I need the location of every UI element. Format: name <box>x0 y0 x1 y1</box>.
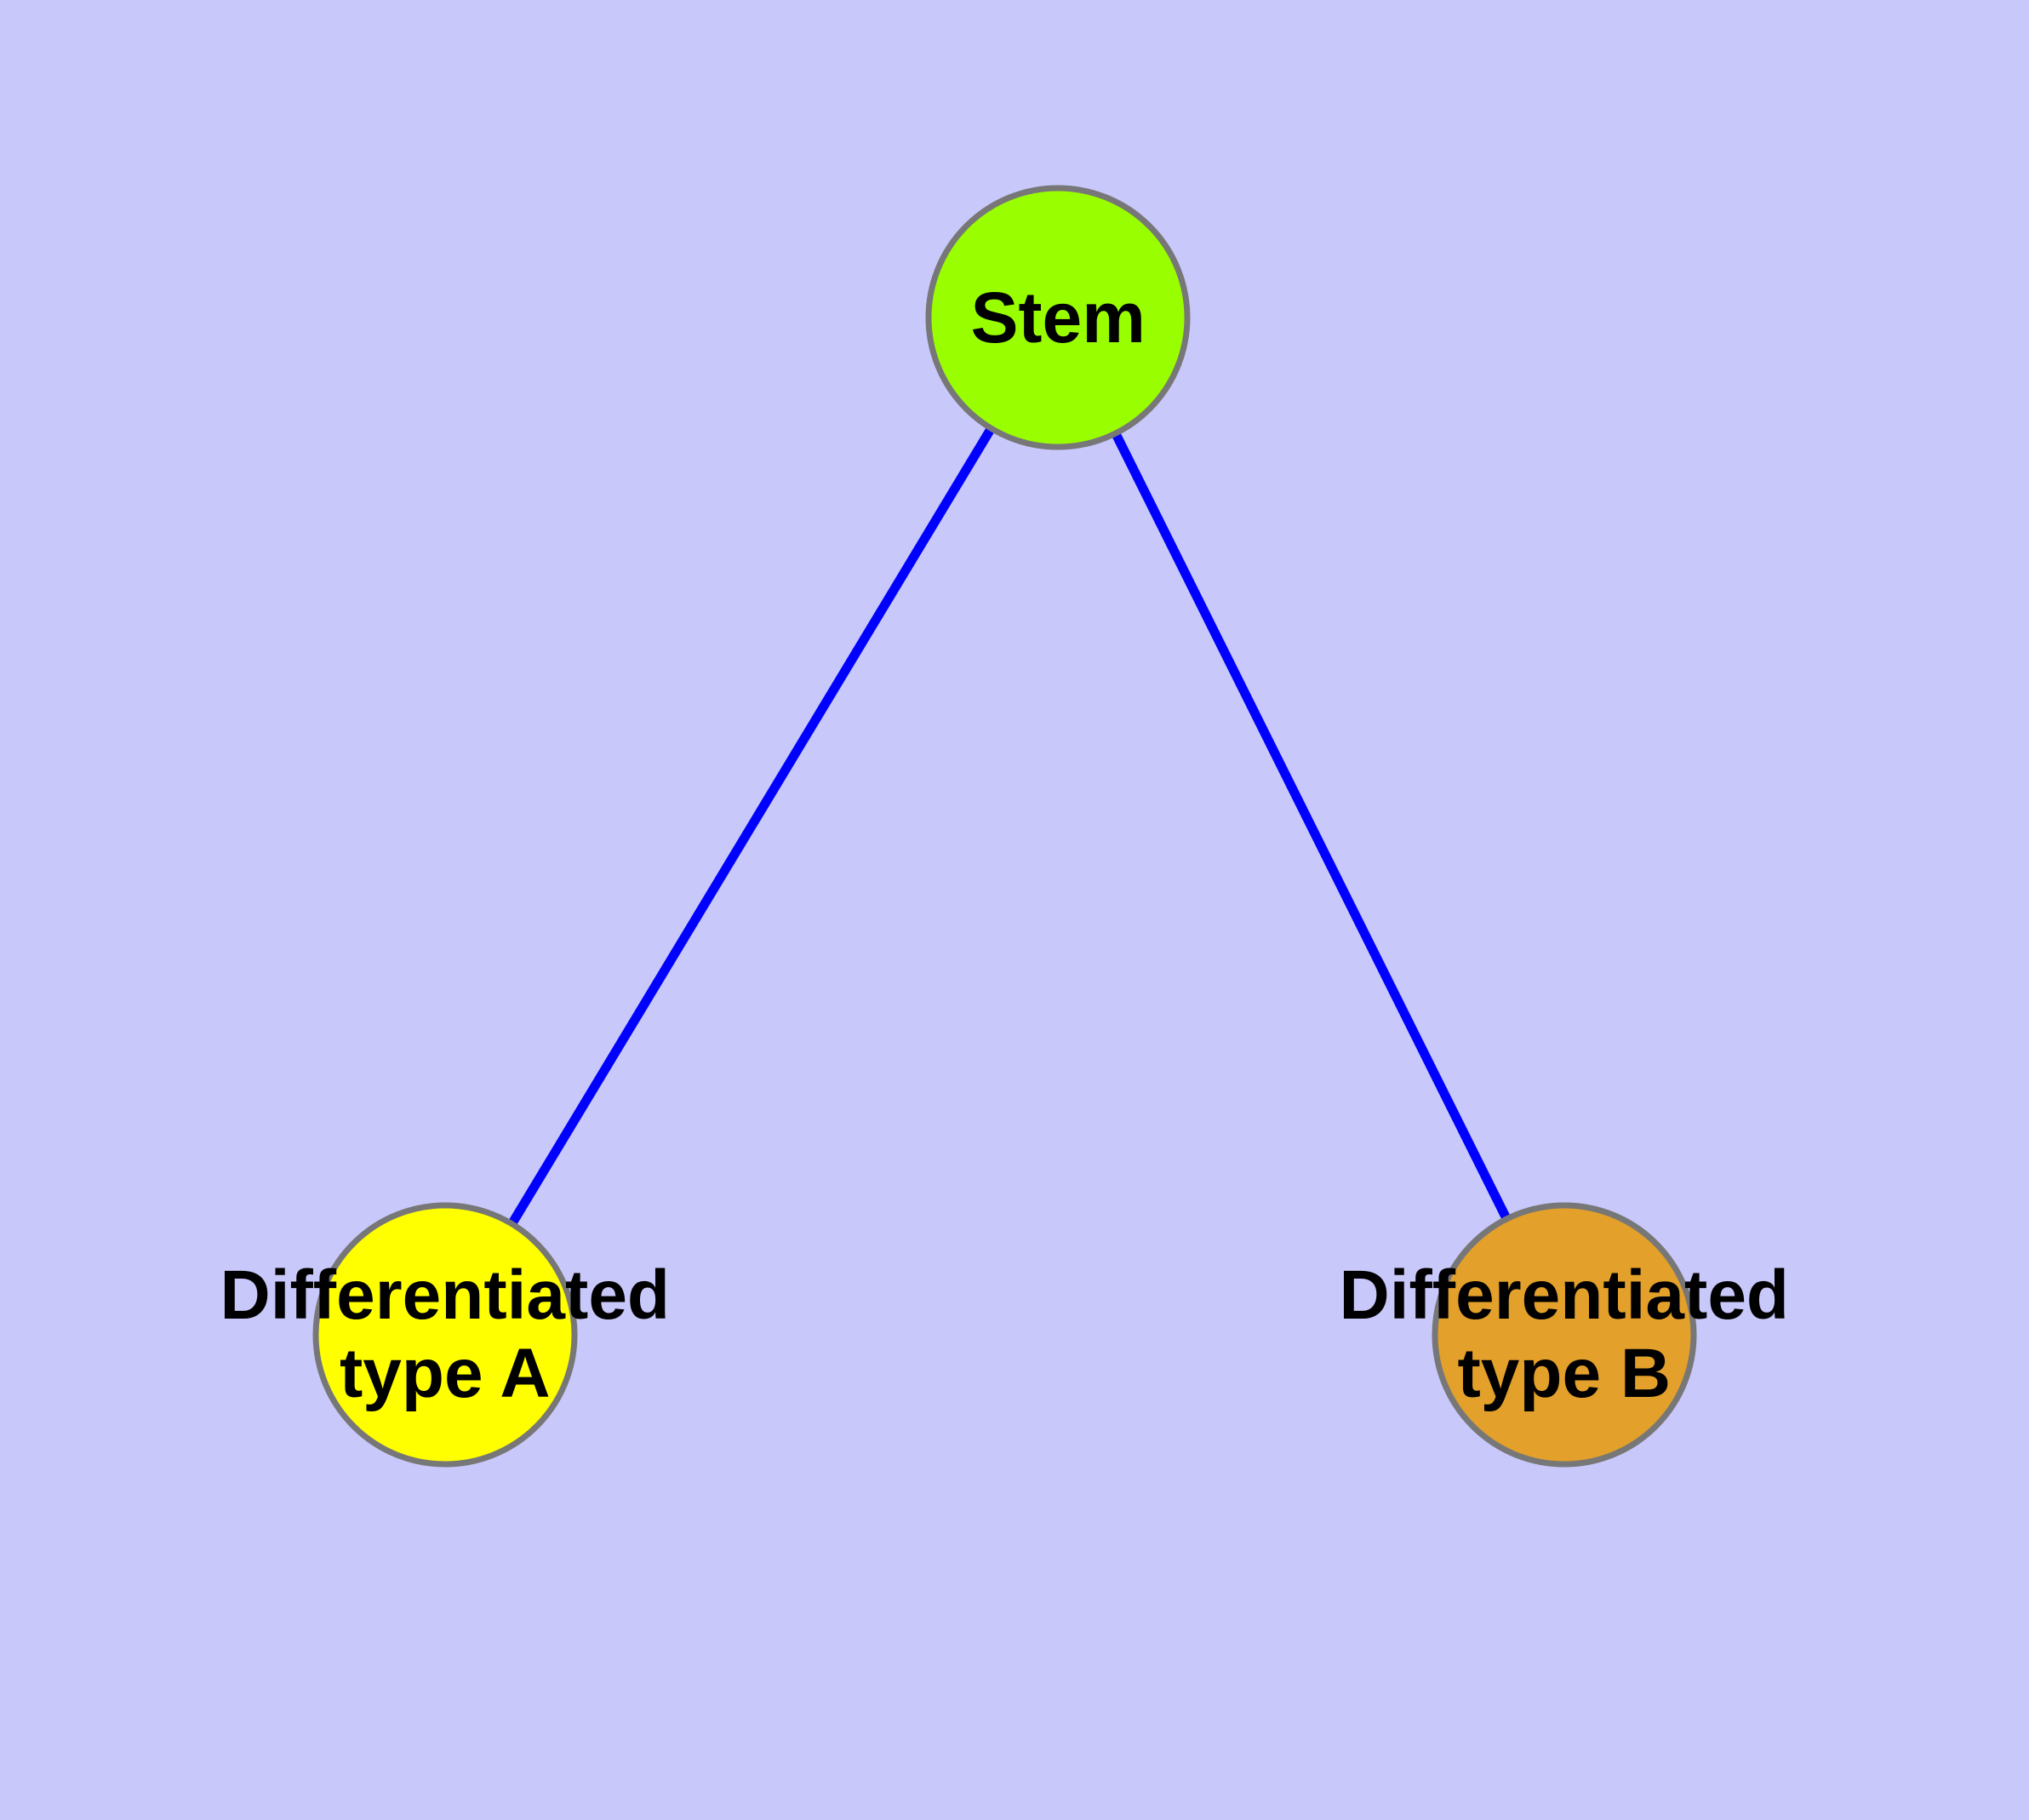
node-diff-a[interactable] <box>312 1202 578 1468</box>
node-diff-b[interactable] <box>1432 1202 1697 1468</box>
edge-stem-to-a[interactable] <box>506 424 997 1228</box>
node-stem[interactable] <box>925 185 1191 450</box>
edge-layer <box>506 424 1512 1228</box>
edge-stem-to-b[interactable] <box>1110 429 1512 1223</box>
node-layer <box>312 185 1697 1468</box>
